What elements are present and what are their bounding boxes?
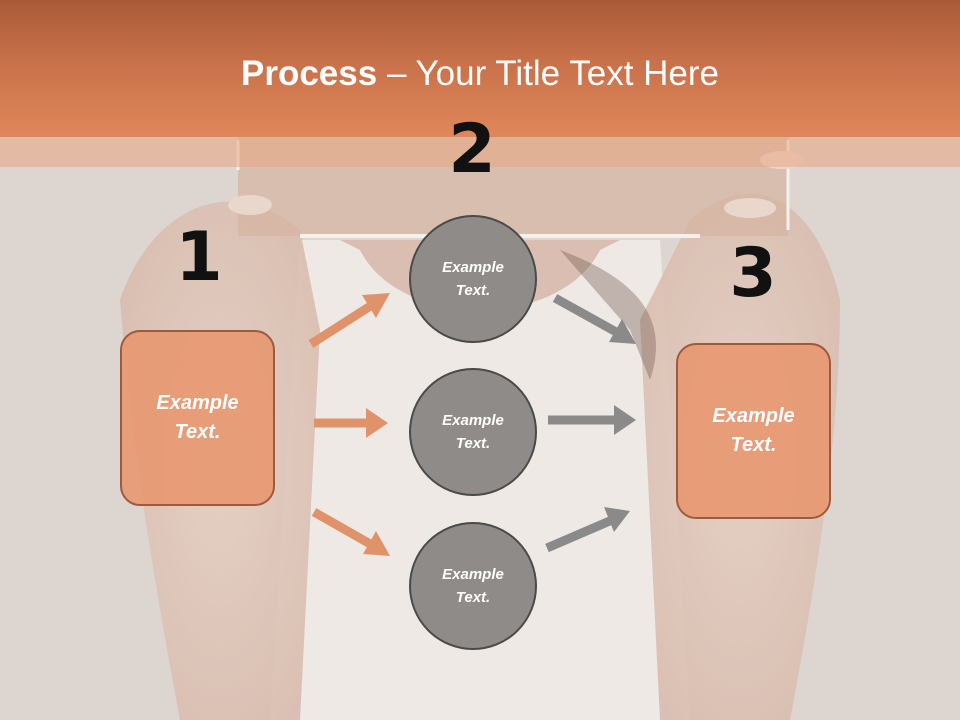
arrow-circle-1-to-3: [552, 294, 636, 344]
step-circle-2: Example Text.: [409, 368, 537, 496]
title-bold: Process: [241, 54, 378, 93]
step-circle-3: Example Text.: [409, 522, 537, 650]
header-band-fade: [0, 137, 960, 167]
arrow-1-to-circle-1: [308, 293, 390, 348]
step-number-3: 3: [729, 234, 777, 313]
header-band: [0, 0, 960, 137]
step-box-1-text: Example Text.: [156, 392, 239, 443]
arrow-1-to-circle-3: [311, 508, 390, 556]
step-circle-3-text: Example Text.: [442, 566, 504, 606]
step-box-3-text: Example Text.: [712, 405, 795, 456]
step-number-2: 2: [448, 110, 496, 189]
arrow-circle-2-to-3: [548, 405, 636, 435]
title-rest: – Your Title Text Here: [377, 54, 719, 93]
step-box-3: Example Text.: [676, 343, 831, 519]
step-circle-2-text: Example Text.: [442, 412, 504, 452]
step-number-1: 1: [175, 218, 223, 297]
arrow-circle-3-to-3: [545, 507, 630, 553]
step-box-1: Example Text.: [120, 330, 275, 506]
slide-title: Process – Your Title Text Here: [0, 52, 960, 96]
step-circle-1: Example Text.: [409, 215, 537, 343]
step-circle-1-text: Example Text.: [442, 259, 504, 299]
arrow-1-to-circle-2: [314, 408, 388, 438]
